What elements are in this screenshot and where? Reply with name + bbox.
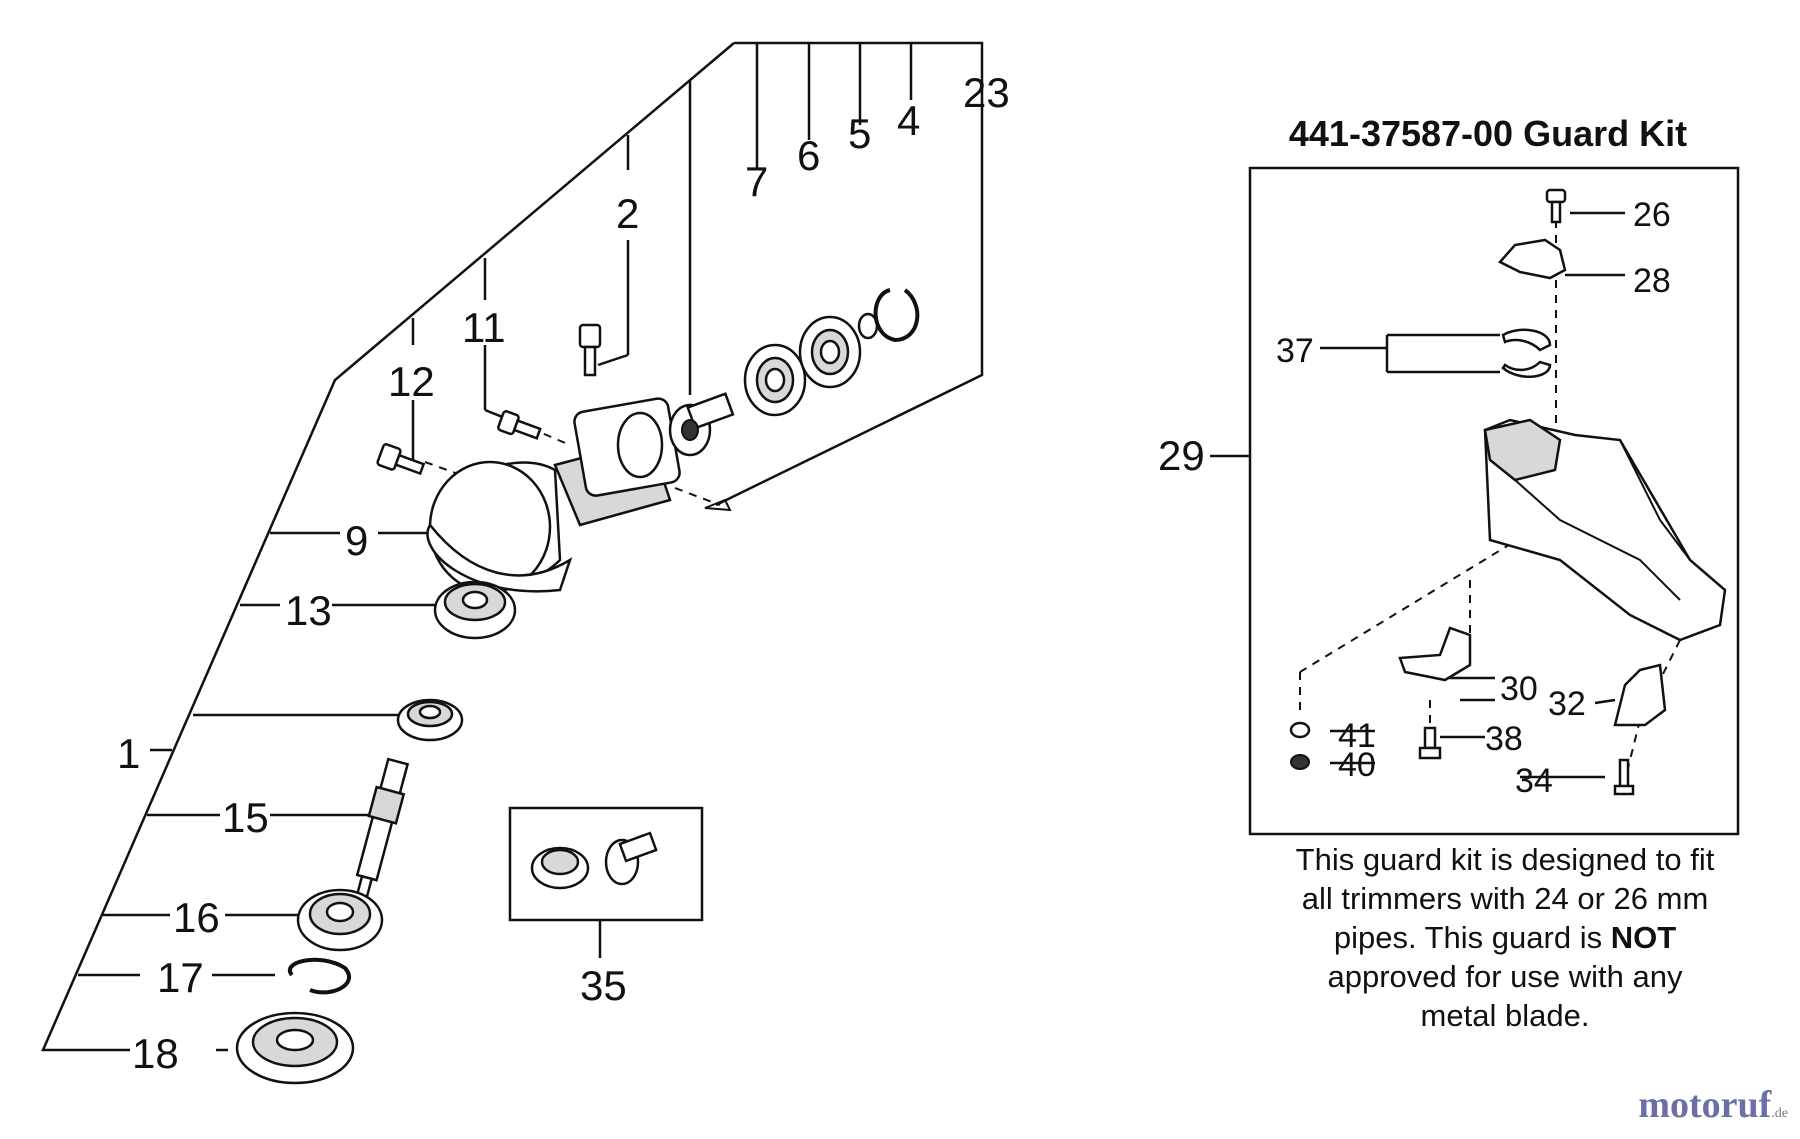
screw-26 [1545, 188, 1567, 224]
callout-41: 41 [1338, 717, 1376, 755]
note-line-2: all trimmers with 24 or 26 mm [1301, 881, 1709, 916]
nut-40 [1290, 754, 1310, 770]
gear-housing-9 [426, 397, 681, 594]
pin [704, 498, 732, 512]
kit-note: This guard kit is designed to fit all tr… [1240, 840, 1770, 1035]
watermark-suffix: .de [1771, 1106, 1788, 1121]
box-35-parts [530, 831, 658, 890]
callout-11: 11 [462, 304, 506, 351]
callout-5: 5 [848, 110, 871, 157]
circlip-17 [287, 957, 351, 995]
note-line-3: pipes. This guard is NOT [1240, 918, 1770, 957]
bearing-13 [433, 580, 517, 640]
bracket-30 [1398, 626, 1472, 682]
callout-18: 18 [132, 1030, 179, 1077]
callout-37: 37 [1276, 332, 1314, 370]
bolt-38 [1418, 726, 1442, 760]
callout-34: 34 [1515, 762, 1553, 800]
screw-2 [578, 323, 602, 377]
kit-box-35 [508, 806, 704, 922]
callout-7: 7 [745, 158, 768, 205]
watermark-logo: motoruf.de [1638, 1083, 1788, 1127]
leader-lines [41, 41, 984, 1052]
kit-title: 441-37587-00 Guard Kit [1289, 113, 1687, 154]
callout-29: 29 [1158, 432, 1205, 479]
note-line-3-text: pipes. This guard is [1333, 920, 1611, 955]
shaft-15 [355, 757, 410, 900]
callout-30: 30 [1500, 670, 1538, 708]
callout-2: 2 [616, 190, 639, 237]
clamp-37-lower [1501, 360, 1552, 379]
nut-41 [1289, 721, 1311, 739]
pinion-gear [668, 392, 735, 457]
callout-32: 32 [1548, 685, 1586, 723]
callout-26: 26 [1633, 196, 1671, 234]
screw-12 [376, 443, 426, 476]
bracket-32 [1613, 663, 1667, 727]
callout-15: 15 [222, 794, 269, 841]
gearbox-parts [235, 288, 920, 1085]
watermark-main: motoruf [1638, 1084, 1772, 1126]
callout-17: 17 [157, 954, 204, 1001]
callout-38: 38 [1485, 720, 1523, 758]
callout-6: 6 [797, 132, 820, 179]
callout-13: 13 [285, 587, 332, 634]
screw-11 [497, 410, 542, 440]
kit-parts [1289, 188, 1727, 796]
callout-40: 40 [1338, 746, 1376, 784]
kit-callouts: 29 26 28 37 30 32 41 40 38 34 [1158, 196, 1671, 800]
cover-18 [235, 1011, 355, 1085]
note-line-5: metal blade. [1420, 998, 1590, 1033]
callout-12: 12 [388, 358, 435, 405]
kit-box [1248, 166, 1740, 836]
bearing-6 [798, 315, 862, 389]
note-line-4: approved for use with any [1327, 959, 1683, 994]
seal [396, 698, 464, 742]
callout-16: 16 [173, 894, 220, 941]
note-line-1: This guard kit is designed to fit [1295, 842, 1715, 877]
bearing-7 [743, 343, 807, 417]
note-not-emphasis: NOT [1610, 920, 1677, 955]
clamp-28 [1497, 238, 1567, 280]
callout-23: 23 [963, 69, 1010, 116]
callout-1: 1 [117, 730, 140, 777]
guard-body [1483, 418, 1727, 642]
clamp-37-upper [1501, 328, 1552, 352]
callout-9: 9 [345, 517, 368, 564]
screw-34 [1613, 758, 1635, 796]
callout-4: 4 [897, 97, 920, 144]
left-callouts: 23 4 5 6 7 2 11 12 9 13 1 15 16 17 18 35 [117, 69, 1010, 1077]
callout-35: 35 [580, 962, 627, 1009]
circlip-4 [873, 288, 920, 343]
bearing-16 [296, 888, 384, 952]
callout-28: 28 [1633, 262, 1671, 300]
